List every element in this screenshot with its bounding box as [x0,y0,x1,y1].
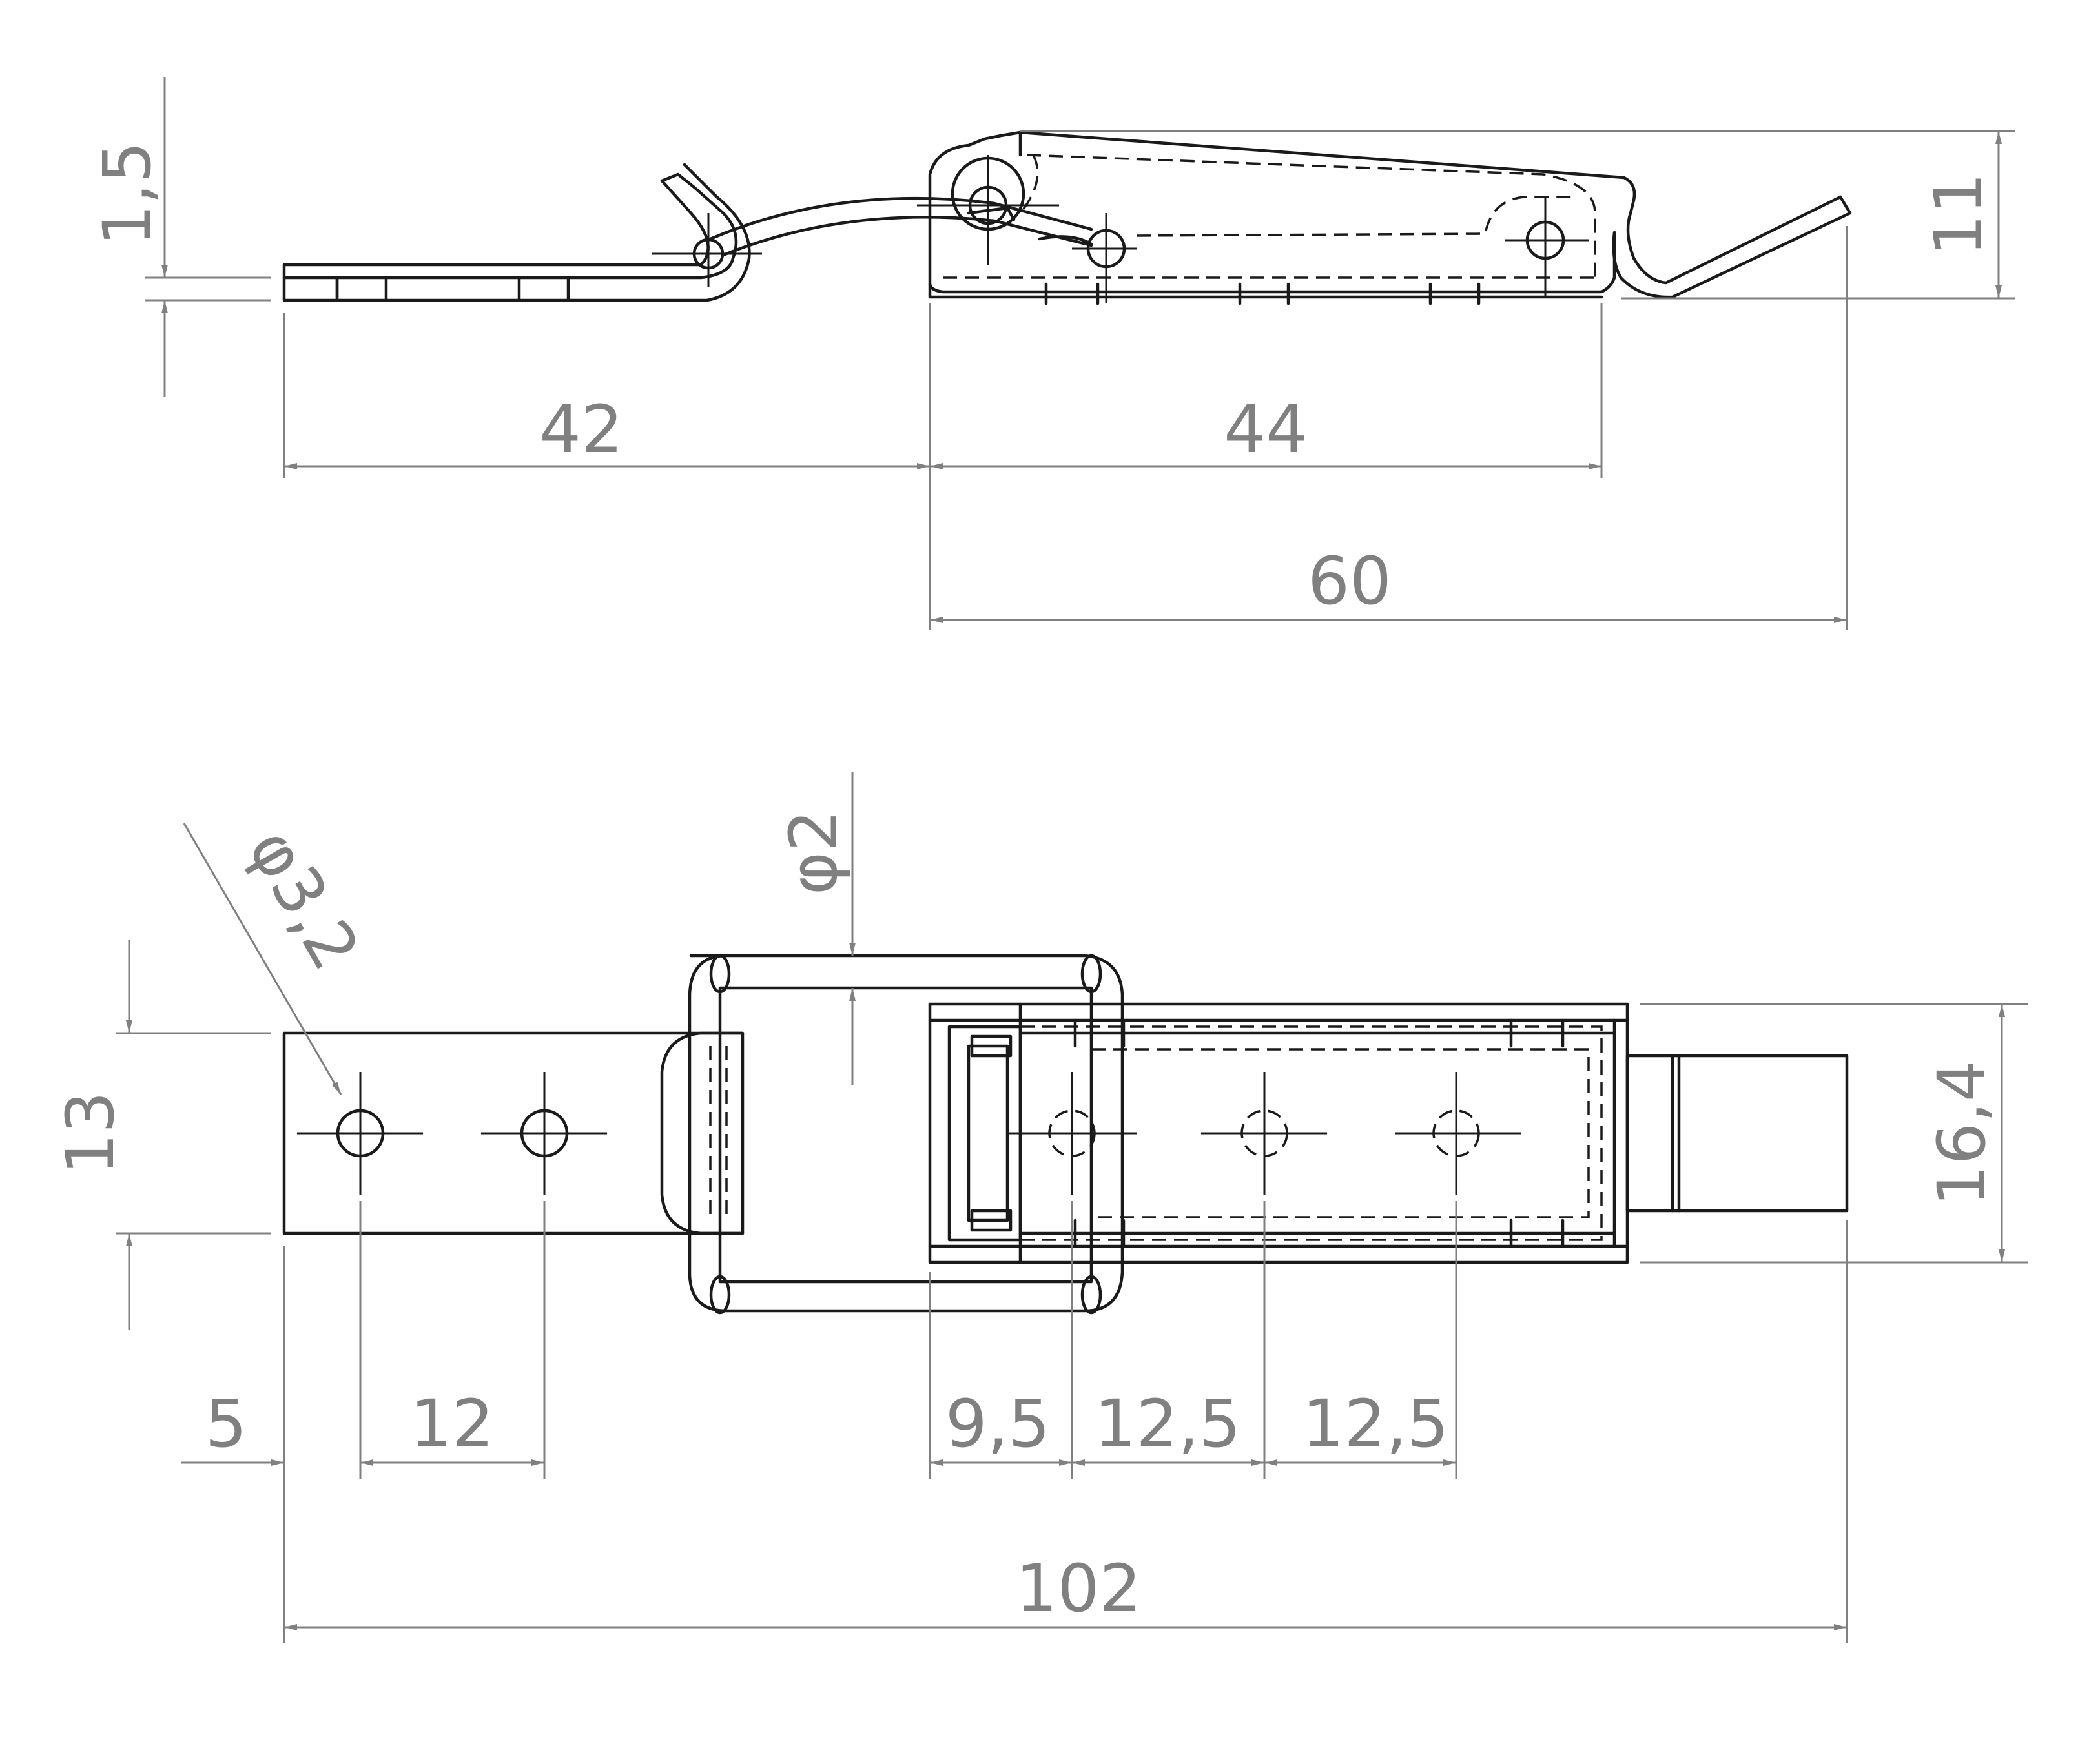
dim-strike-pitch-label: 12 [410,1386,494,1463]
dim-body-pitch-1-label: 12,5 [1094,1386,1240,1463]
side-dimensions: 1,5 11 42 44 60 [89,77,2015,630]
dim-first-hole-label: 9,5 [945,1386,1050,1463]
top-dimensions: φ3,2 φ2 13 16,4 [52,772,2028,1643]
latch-body-top [928,1002,1849,1264]
strike-plate-side [282,163,762,302]
dim-body-width-label: 16,4 [1924,1060,2001,1206]
dim-body-length-label: 44 [1224,391,1308,468]
dim-edge-offset-label: 5 [205,1386,247,1463]
dim-thickness-label: 1,5 [89,141,166,246]
dim-hole-diameter-label: φ3,2 [233,816,374,983]
dim-body-pitch-2-label: 12,5 [1302,1386,1448,1463]
dim-plate-width-label: 13 [52,1091,129,1175]
wire-bail-top [688,954,1124,1315]
dim-overall-body-label: 60 [1308,543,1392,620]
dim-overall-length-label: 102 [1016,1550,1142,1627]
dim-height-label: 11 [1920,172,1997,256]
wire-bail-side [708,196,1093,257]
side-view: 1,5 11 42 44 60 [89,77,2015,630]
dim-pin-diameter-label: φ2 [776,810,852,895]
top-view: φ3,2 φ2 13 16,4 [52,772,2028,1643]
dim-strike-length-label: 42 [539,391,623,468]
strike-plate-top [282,1031,745,1235]
latch-body-side [917,130,1852,305]
